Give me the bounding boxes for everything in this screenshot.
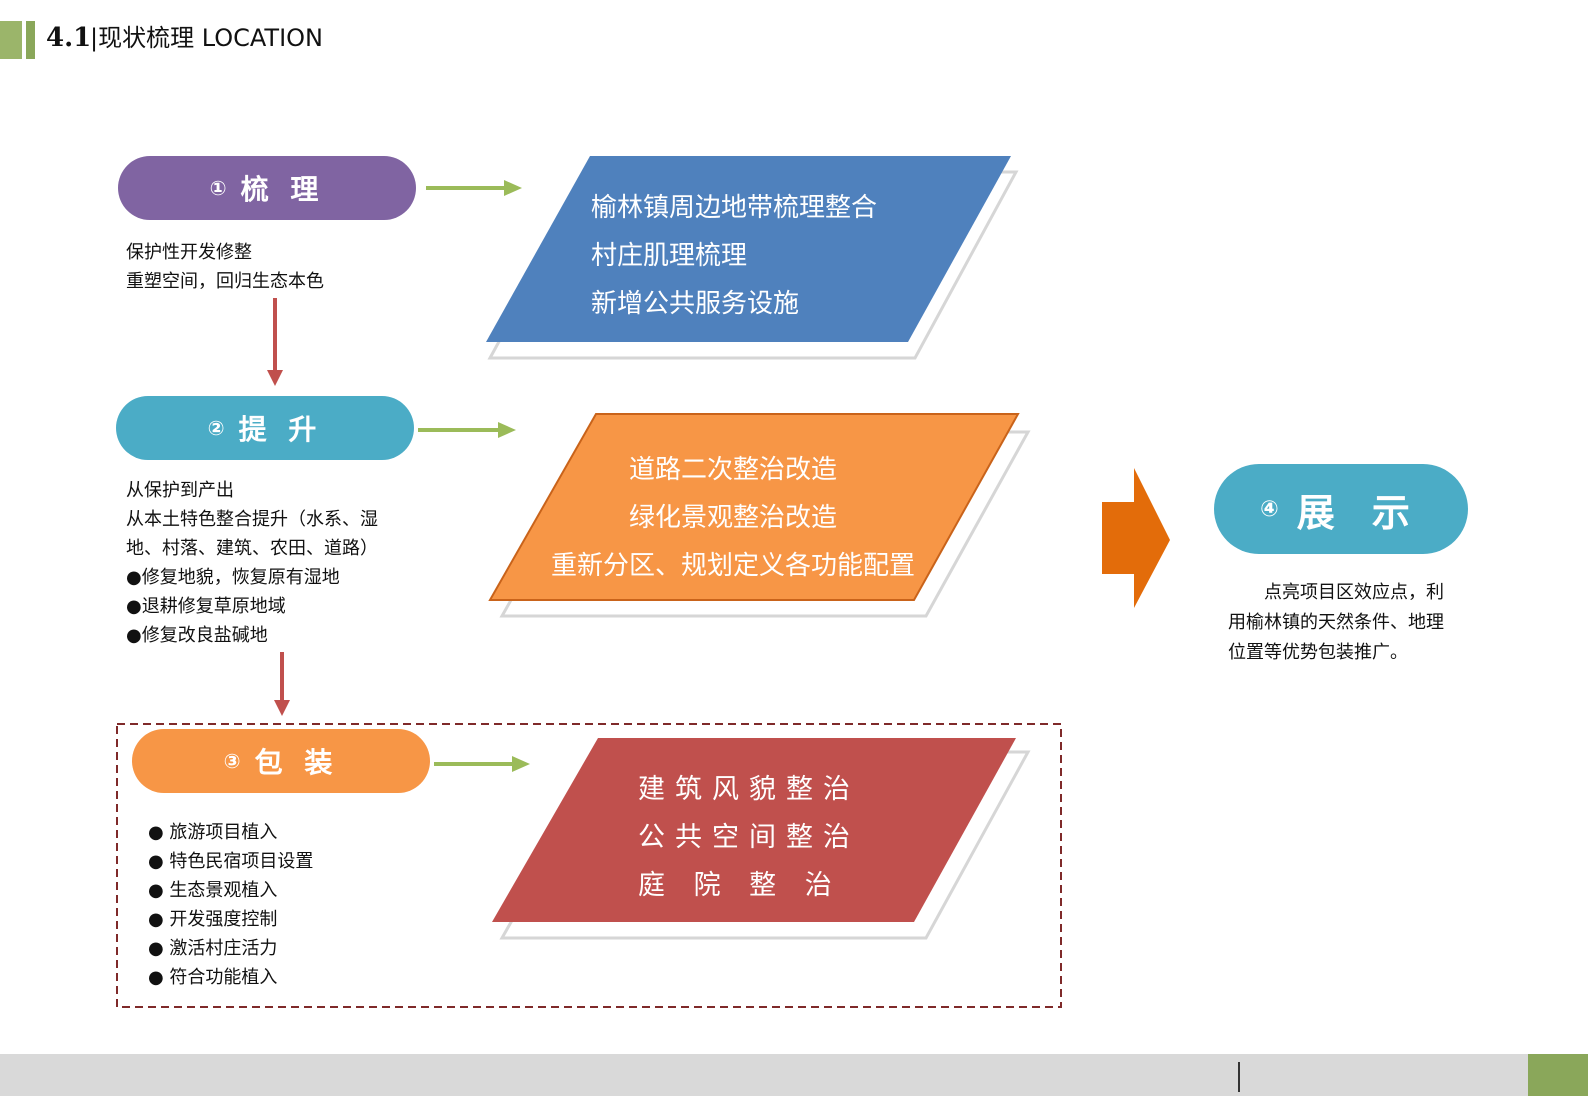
red-arrow-1 [267, 298, 283, 386]
card-2-line: 道路二次整治改造 [628, 455, 837, 485]
footer-divider [1238, 1062, 1240, 1092]
step-2-note: ●修复改良盐碱地 [126, 625, 268, 646]
result-line: 点亮项目区效应点，利 [1228, 582, 1444, 603]
green-arrow-2 [418, 422, 516, 438]
card-1-line: 村庄肌理梳理 [591, 241, 748, 271]
step-3-note: ● 开发强度控制 [148, 909, 278, 930]
step-2-notes: 从保护到产出 从本土特色整合提升（水系、湿 地、村落、建筑、农田、道路） ●修复… [126, 476, 378, 650]
step-2-note: 从本土特色整合提升（水系、湿 [126, 509, 378, 530]
card-3-line: 庭 院 整 治 [638, 870, 842, 901]
card-3-line: 建筑风貌整治 [638, 774, 860, 805]
green-arrow-1 [426, 180, 522, 196]
step-2-note: ●退耕修复草原地域 [126, 596, 286, 617]
step-3-note: ● 旅游项目植入 [148, 822, 278, 843]
section-number: 4.1 [46, 23, 92, 53]
card-3-text: 建筑风貌整治 公共空间整治 庭 院 整 治 [638, 766, 860, 910]
card-1-parallelogram [486, 156, 1011, 342]
step-3-number: ③ [223, 749, 241, 773]
card-3-parallelogram [492, 738, 1016, 922]
card-2-parallelogram [488, 413, 1020, 601]
card-2-line: 绿化景观整治改造 [628, 503, 837, 533]
result-arrow [1102, 468, 1170, 608]
step-3-note: ● 生态景观植入 [148, 880, 278, 901]
step-1-note: 保护性开发修整 [126, 242, 252, 263]
step-3-label: 包 装 [254, 746, 339, 779]
step-1-note: 重塑空间，回归生态本色 [126, 271, 324, 292]
step-1-pill: ① 梳 理 [118, 156, 416, 220]
green-arrow-3 [434, 756, 530, 772]
step-2-number: ② [207, 416, 225, 440]
step-3-note: ● 符合功能植入 [148, 967, 278, 988]
result-label: 展 示 [1296, 490, 1422, 535]
card-1-line: 新增公共服务设施 [591, 289, 800, 319]
step-2-label: 提 升 [238, 413, 323, 446]
footer-bar [0, 1054, 1588, 1096]
result-text: 点亮项目区效应点，利 用榆林镇的天然条件、地理 位置等优势包装推广。 [1228, 578, 1454, 668]
header-accent-bar-secondary [26, 21, 35, 59]
step-3-note: ● 激活村庄活力 [148, 938, 278, 959]
card-2-line: 重新分区、规划定义各功能配置 [550, 551, 915, 581]
card-1-text: 榆林镇周边地带梳理整合 村庄肌理梳理 新增公共服务设施 [591, 184, 877, 328]
page-title: |现状梳理 LOCATION [90, 24, 324, 52]
step-1-notes: 保护性开发修整 重塑空间，回归生态本色 [126, 238, 324, 296]
result-number: ④ [1260, 496, 1279, 522]
step-2-note: 地、村落、建筑、农田、道路） [126, 538, 378, 559]
card-3-line: 公共空间整治 [638, 822, 860, 853]
result-line: 位置等优势包装推广。 [1228, 642, 1408, 663]
step-2-note: 从保护到产出 [126, 480, 234, 501]
card-2-text: 道路二次整治改造 绿化景观整治改造 重新分区、规划定义各功能配置 [547, 446, 919, 590]
result-line: 用榆林镇的天然条件、地理 [1228, 612, 1444, 633]
footer-accent [1528, 1054, 1588, 1096]
package-group-box [116, 723, 1062, 1008]
result-pill: ④ 展 示 [1214, 464, 1468, 554]
red-arrow-2 [274, 652, 290, 716]
card-1-line: 榆林镇周边地带梳理整合 [591, 193, 878, 223]
step-1-number: ① [209, 176, 227, 200]
step-3-pill: ③ 包 装 [132, 729, 430, 793]
step-3-note: ● 特色民宿项目设置 [148, 851, 314, 872]
step-3-notes: ● 旅游项目植入 ● 特色民宿项目设置 ● 生态景观植入 ● 开发强度控制 ● … [148, 818, 313, 992]
step-2-note: ●修复地貌，恢复原有湿地 [126, 567, 340, 588]
step-2-pill: ② 提 升 [116, 396, 414, 460]
step-1-label: 梳 理 [240, 173, 325, 206]
header-accent-bar [0, 21, 22, 59]
